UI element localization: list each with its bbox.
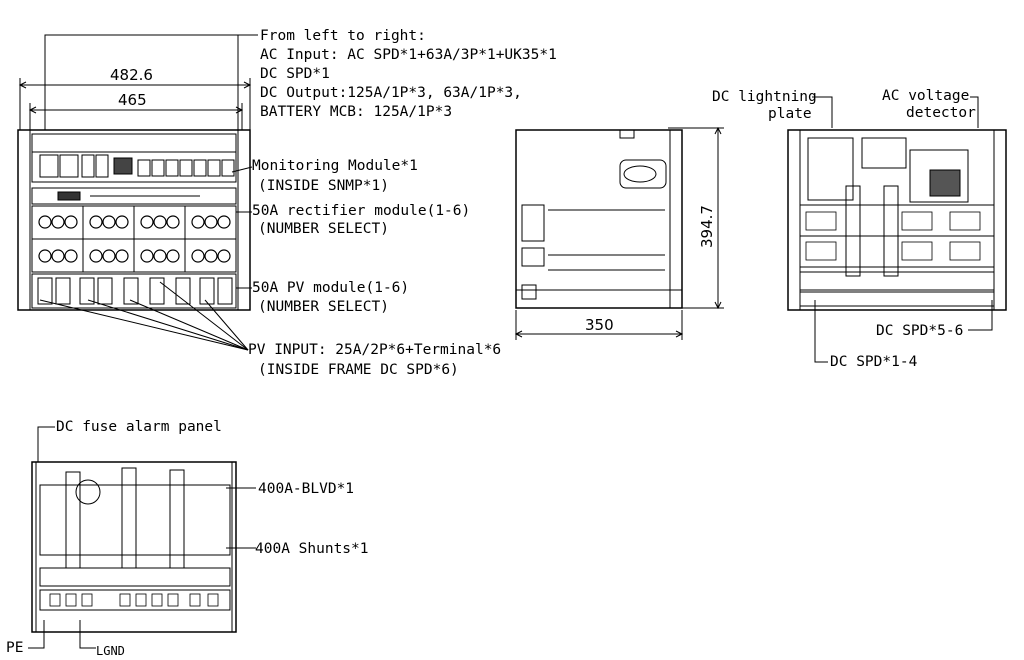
spec-line-1: From left to right: [260,28,426,44]
pv-input-label: PV INPUT: 25A/2P*6+Terminal*6 [248,342,502,358]
breaker-row [39,154,235,178]
spec-line-4: DC Output:125A/1P*3, 63A/1P*3, [260,85,522,101]
rear-view [787,96,1007,363]
rectifier-module-label: 50A rectifier module(1-6) [252,203,471,219]
pv-input-sub: (INSIDE FRAME DC SPD*6) [258,362,459,378]
pe-label: PE [6,640,24,656]
monitoring-module-label: Monitoring Module*1 [252,158,418,174]
dc-lightning-label: DC lightning [712,89,817,105]
dim-overall-width: 482.6 [110,66,153,84]
side-view [514,126,724,340]
dim-height: 394.7 [698,205,716,248]
ac-voltage-label: AC voltage [882,88,970,104]
shunts-label: 400A Shunts*1 [255,541,369,557]
pv-module-sub: (NUMBER SELECT) [258,299,389,315]
dim-depth: 350 [585,316,614,334]
spec-line-3: DC SPD*1 [260,66,330,82]
monitoring-module-sub: (INSIDE SNMP*1) [258,178,389,194]
spec-line-2: AC Input: AC SPD*1+63A/3P*1+UK35*1 [260,47,557,63]
dim-inner-width: 465 [118,91,147,109]
ac-voltage-label-2: detector [906,105,976,121]
pv-input-breakers [31,273,237,309]
dc-fuse-alarm-label: DC fuse alarm panel [56,419,222,435]
rectifier-modules [31,205,237,273]
dc-lightning-label-2: plate [768,106,812,122]
dc-spd-5-6-label: DC SPD*5-6 [876,323,964,339]
blvd-label: 400A-BLVD*1 [258,481,355,497]
lgnd-label: LGND [96,644,125,658]
dc-spd-1-4-label: DC SPD*1-4 [830,354,918,370]
pv-module-label: 50A PV module(1-6) [252,280,410,296]
top-view [28,426,256,649]
front-view [17,34,258,351]
spec-line-5: BATTERY MCB: 125A/1P*3 [260,104,453,120]
rectifier-module-sub: (NUMBER SELECT) [258,221,389,237]
